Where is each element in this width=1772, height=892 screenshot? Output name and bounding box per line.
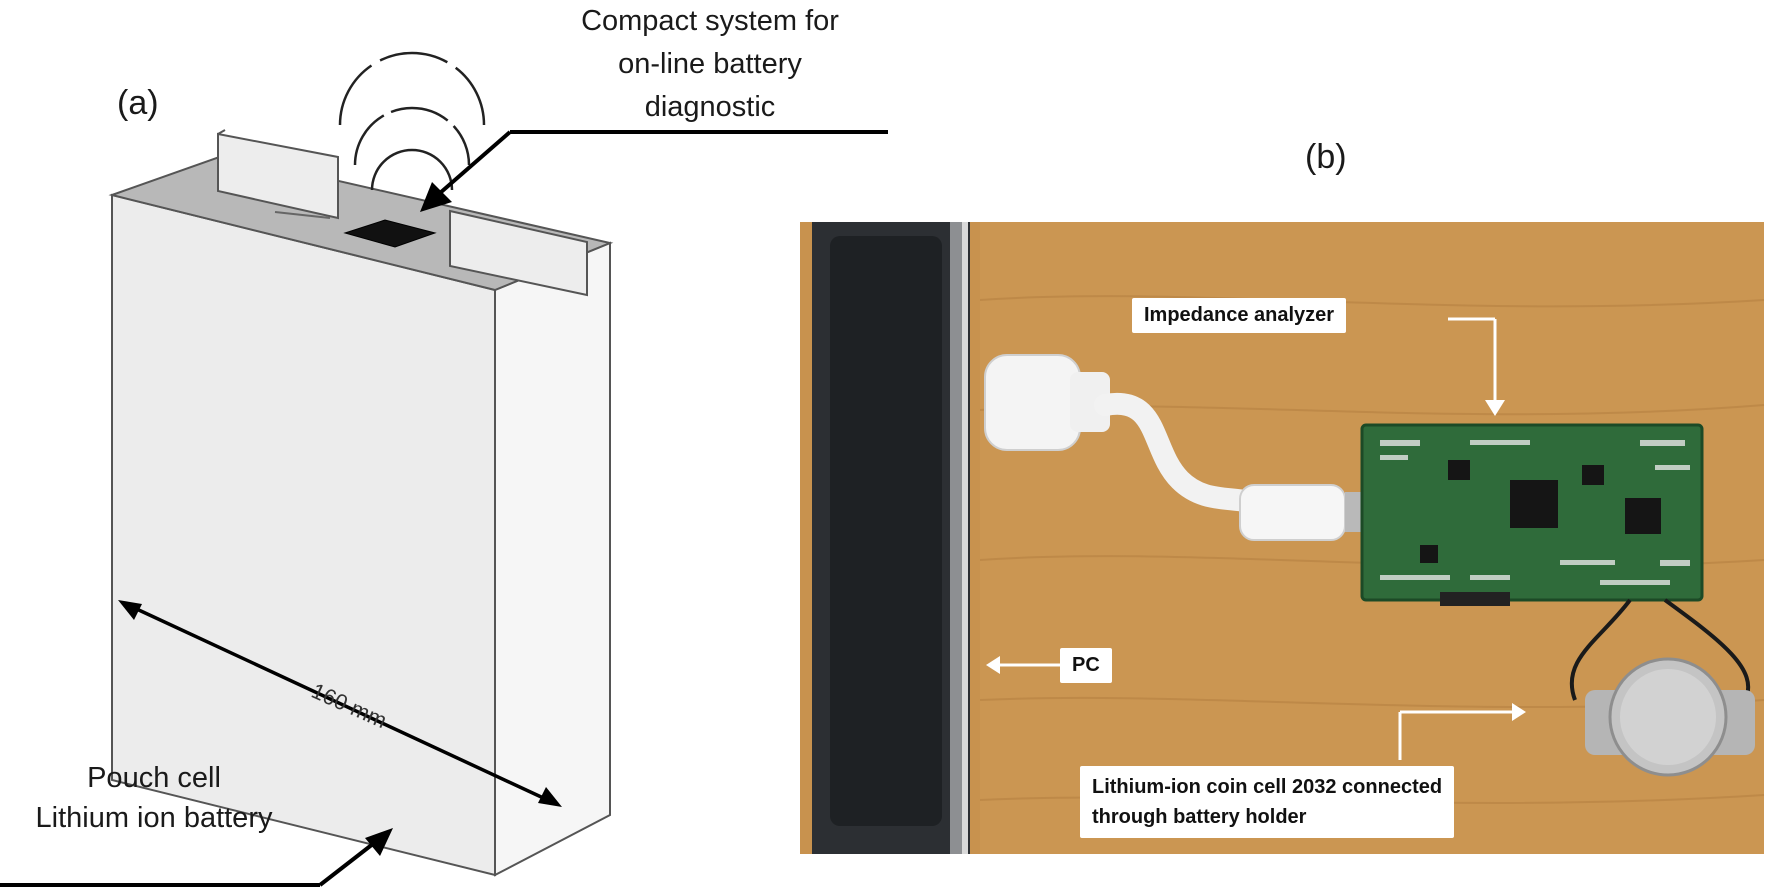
- usb-plug-pc: [984, 354, 1081, 451]
- compact-system-line-2: on-line battery: [618, 48, 802, 80]
- usb-cable: [1094, 392, 1271, 516]
- compact-system-label: Compact system for on-line battery diagn…: [540, 0, 880, 129]
- dimension-line: [127, 603, 553, 804]
- battery-wire-right: [1663, 598, 1751, 701]
- wireless-arc-3: [338, 51, 486, 126]
- diagnostic-chip: [343, 219, 437, 248]
- coin-cell-line-2: through battery holder: [1092, 806, 1307, 828]
- pouch-cell-label: Pouch cell Lithium ion battery: [4, 758, 304, 838]
- pcb-chip-second: [1625, 498, 1661, 534]
- impedance-arrow-head: [1485, 400, 1505, 416]
- compact-arrow-head: [420, 182, 452, 212]
- pouch-arrow-head: [365, 828, 393, 856]
- battery-side-face: [494, 241, 611, 877]
- pc-arrow-head: [986, 656, 1000, 674]
- battery-left-tab: [217, 132, 339, 220]
- wireless-arc-2: [353, 106, 471, 166]
- coin-cell-label: Lithium-ion coin cell 2032 connected thr…: [1080, 766, 1455, 838]
- dimension-arrow-right: [538, 787, 562, 807]
- wireless-arc-1: [370, 148, 454, 191]
- impedance-analyzer-label: Impedance analyzer: [1132, 298, 1347, 333]
- pcb-chip-main: [1510, 480, 1558, 528]
- pc-label: PC: [1060, 648, 1112, 683]
- pouch-line-1: Pouch cell: [87, 762, 221, 794]
- battery-wire-left: [1569, 598, 1632, 701]
- battery-right-tab: [449, 209, 588, 297]
- compact-system-line-1: Compact system for: [581, 5, 839, 37]
- panel-b-label: (b): [1305, 138, 1347, 176]
- pouch-line-2: Lithium ion battery: [35, 802, 273, 834]
- dimension-arrow-left: [118, 600, 142, 620]
- compact-system-line-3: diagnostic: [644, 91, 776, 123]
- panel-a-label: (a): [117, 84, 159, 122]
- coin-cell-line-1: Lithium-ion coin cell 2032 connected: [1092, 776, 1443, 798]
- usb-plug-board: [1239, 484, 1346, 541]
- coin-arrow-head: [1512, 703, 1526, 721]
